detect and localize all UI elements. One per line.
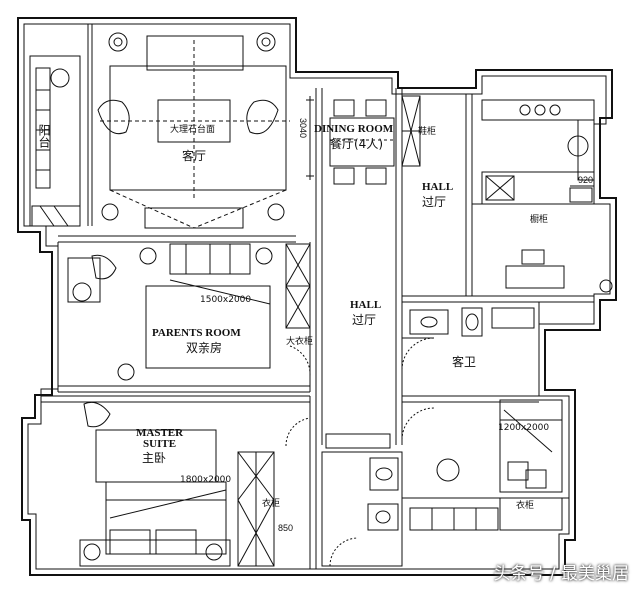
upper-hall-label-cn: 过厅 [422,195,447,209]
master-suite-label-cn: 主卧 [142,451,167,465]
guest-bath [401,301,540,397]
kitchen-counter [481,99,595,121]
dining-room-label-cn: 餐厅(4人) [330,137,383,151]
outer-wall [17,17,617,576]
second-wardrobe-label: 衣柜 [516,501,535,511]
parents-bed-dimension: 1500x2000 [200,295,252,305]
center-hall-label-en: HALL [350,299,382,311]
master-dimension: 850 [278,523,294,533]
parents-wardrobe-label: 大衣柜 [286,337,314,347]
master-suite-label-en: MASTER SUITE [136,427,184,450]
upper-hall-label-en: HALL [422,181,454,193]
parents-room-label-en: PARENTS ROOM [152,327,241,339]
kitchen-cabinet-label: 橱柜 [530,215,549,225]
armchair-left [97,99,130,135]
master-bed-dimension: 1800x2000 [180,475,232,485]
master-bath [321,451,403,567]
dining-dimension: 3040 [298,118,308,139]
living-rug [109,65,287,191]
living-tv-label: 大理石台面 [170,125,216,135]
plant [108,32,128,52]
master-wardrobe-label: 衣柜 [262,499,281,509]
master-bed [105,481,227,555]
second-bed-dimension: 1200x2000 [498,423,550,433]
guest-bath-label: 客卫 [452,355,477,369]
parents-room-label-cn: 双亲房 [186,341,223,355]
parents-bed [145,285,271,369]
dining-room-label-en: DINING ROOM [314,123,394,135]
second-bed [499,399,563,493]
shoe-cabinet-label: 鞋柜 [418,127,437,137]
armchair-right [246,99,279,135]
living-room-label: 客厅 [182,149,207,163]
balcony-label: 阳台 [37,124,51,148]
watermark: 头条号 / 最美巢居 [493,564,629,584]
center-hall-label-cn: 过厅 [352,313,377,327]
dining-table [329,117,395,167]
kitchen-dimension: 920 [578,175,594,185]
